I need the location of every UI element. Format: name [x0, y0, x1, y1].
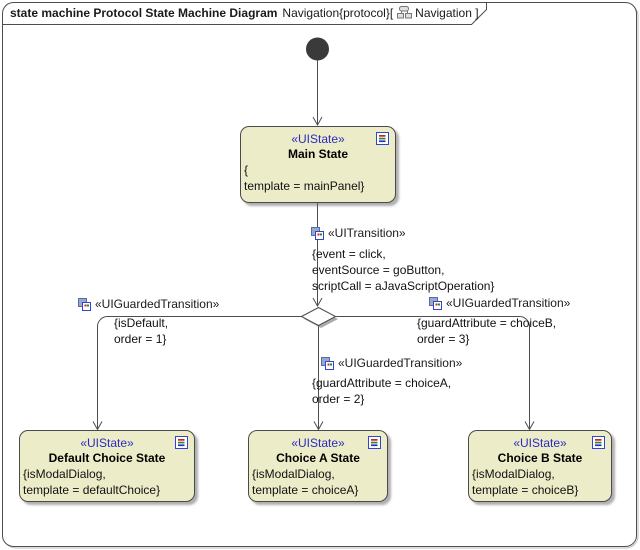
guard-line: scriptCall = aJavaScriptOperation}: [312, 279, 495, 293]
transition-stereotype-label: «UIGuardedTransition»: [338, 356, 463, 370]
transition-to-default[interactable]: [97, 316, 302, 430]
element-properties-icon[interactable]: [368, 436, 381, 449]
transition-stereotype-icon: [78, 298, 91, 311]
transition-stereotype-icon: [321, 357, 334, 370]
frame-title: state machine Protocol State Machine Dia…: [10, 5, 479, 21]
stereotype-label: «UIState»: [80, 436, 134, 450]
stereotype-label: «UIState»: [291, 436, 345, 450]
transition-label-to-choice-b[interactable]: «UIGuardedTransition» {guardAttribute = …: [417, 296, 571, 347]
arrowhead-main-to-choice: [312, 297, 323, 308]
transition-to-choice-b[interactable]: [335, 316, 530, 430]
state-name: Choice B State: [497, 451, 583, 465]
tag-line: {isModalDialog,: [23, 467, 106, 481]
arrowhead-to-choice-a: [313, 421, 324, 431]
tag-line: template = mainPanel}: [244, 179, 365, 193]
state-default-choice[interactable]: «UIState» Default Choice State {isModalD…: [19, 430, 195, 502]
navigation-diagram-icon: [397, 5, 413, 23]
transition-label-to-default[interactable]: «UIGuardedTransition» {isDefault, order …: [78, 298, 219, 347]
state-choice-b[interactable]: «UIState» Choice B State {isModalDialog,…: [468, 430, 612, 502]
state-main[interactable]: «UIState» Main State { template = mainPa…: [240, 126, 396, 203]
tag-line: template = choiceA}: [252, 483, 359, 497]
guard-line: {event = click,: [312, 247, 386, 261]
state-name: Default Choice State: [48, 451, 166, 465]
guard-line: order = 1}: [114, 332, 167, 346]
guard-line: {isDefault,: [114, 316, 169, 330]
element-properties-icon[interactable]: [376, 132, 389, 145]
transition-label-main-to-choice[interactable]: «UITransition» {event = click, eventSour…: [311, 227, 494, 294]
arrowhead-initial-to-main: [312, 116, 323, 127]
guard-line: order = 3}: [417, 332, 470, 346]
transition-stereotype-icon: [429, 297, 442, 310]
arrowhead-to-default: [92, 421, 103, 431]
tag-line: template = choiceB}: [472, 483, 579, 497]
diagram-kind-and-name: state machine Protocol State Machine Dia…: [10, 6, 278, 20]
stereotype-label: «UIState»: [513, 436, 567, 450]
guard-line: eventSource = goButton,: [312, 263, 445, 277]
arrowhead-to-choice-b: [524, 421, 535, 431]
transition-stereotype-icon: [311, 227, 324, 240]
element-properties-icon[interactable]: [175, 436, 188, 449]
transition-stereotype-label: «UITransition»: [328, 226, 406, 240]
transition-label-to-choice-a[interactable]: «UIGuardedTransition» {guardAttribute = …: [312, 356, 463, 407]
stereotype-label: «UIState»: [291, 132, 345, 146]
tag-line: {: [244, 163, 249, 177]
state-name: Choice A State: [276, 451, 360, 465]
guard-line: order = 2}: [312, 392, 365, 406]
frame-title-tab: [2, 2, 487, 25]
transition-stereotype-label: «UIGuardedTransition»: [446, 296, 571, 310]
state-name: Main State: [287, 147, 348, 161]
state-choice-a[interactable]: «UIState» Choice A State {isModalDialog,…: [248, 430, 388, 502]
transition-stereotype-label: «UIGuardedTransition»: [95, 297, 220, 311]
diagram-nav-ref-label: Navigation ]: [415, 6, 479, 20]
element-properties-icon[interactable]: [592, 436, 605, 449]
tag-line: template = defaultChoice}: [23, 483, 161, 497]
guard-line: {guardAttribute = choiceA,: [312, 376, 452, 390]
diagram-context-label: Navigation{protocol}[: [282, 6, 394, 20]
tag-line: {isModalDialog,: [252, 467, 335, 481]
initial-node[interactable]: [306, 37, 329, 61]
tag-line: {isModalDialog,: [472, 467, 555, 481]
guard-line: {guardAttribute = choiceB,: [417, 316, 557, 330]
